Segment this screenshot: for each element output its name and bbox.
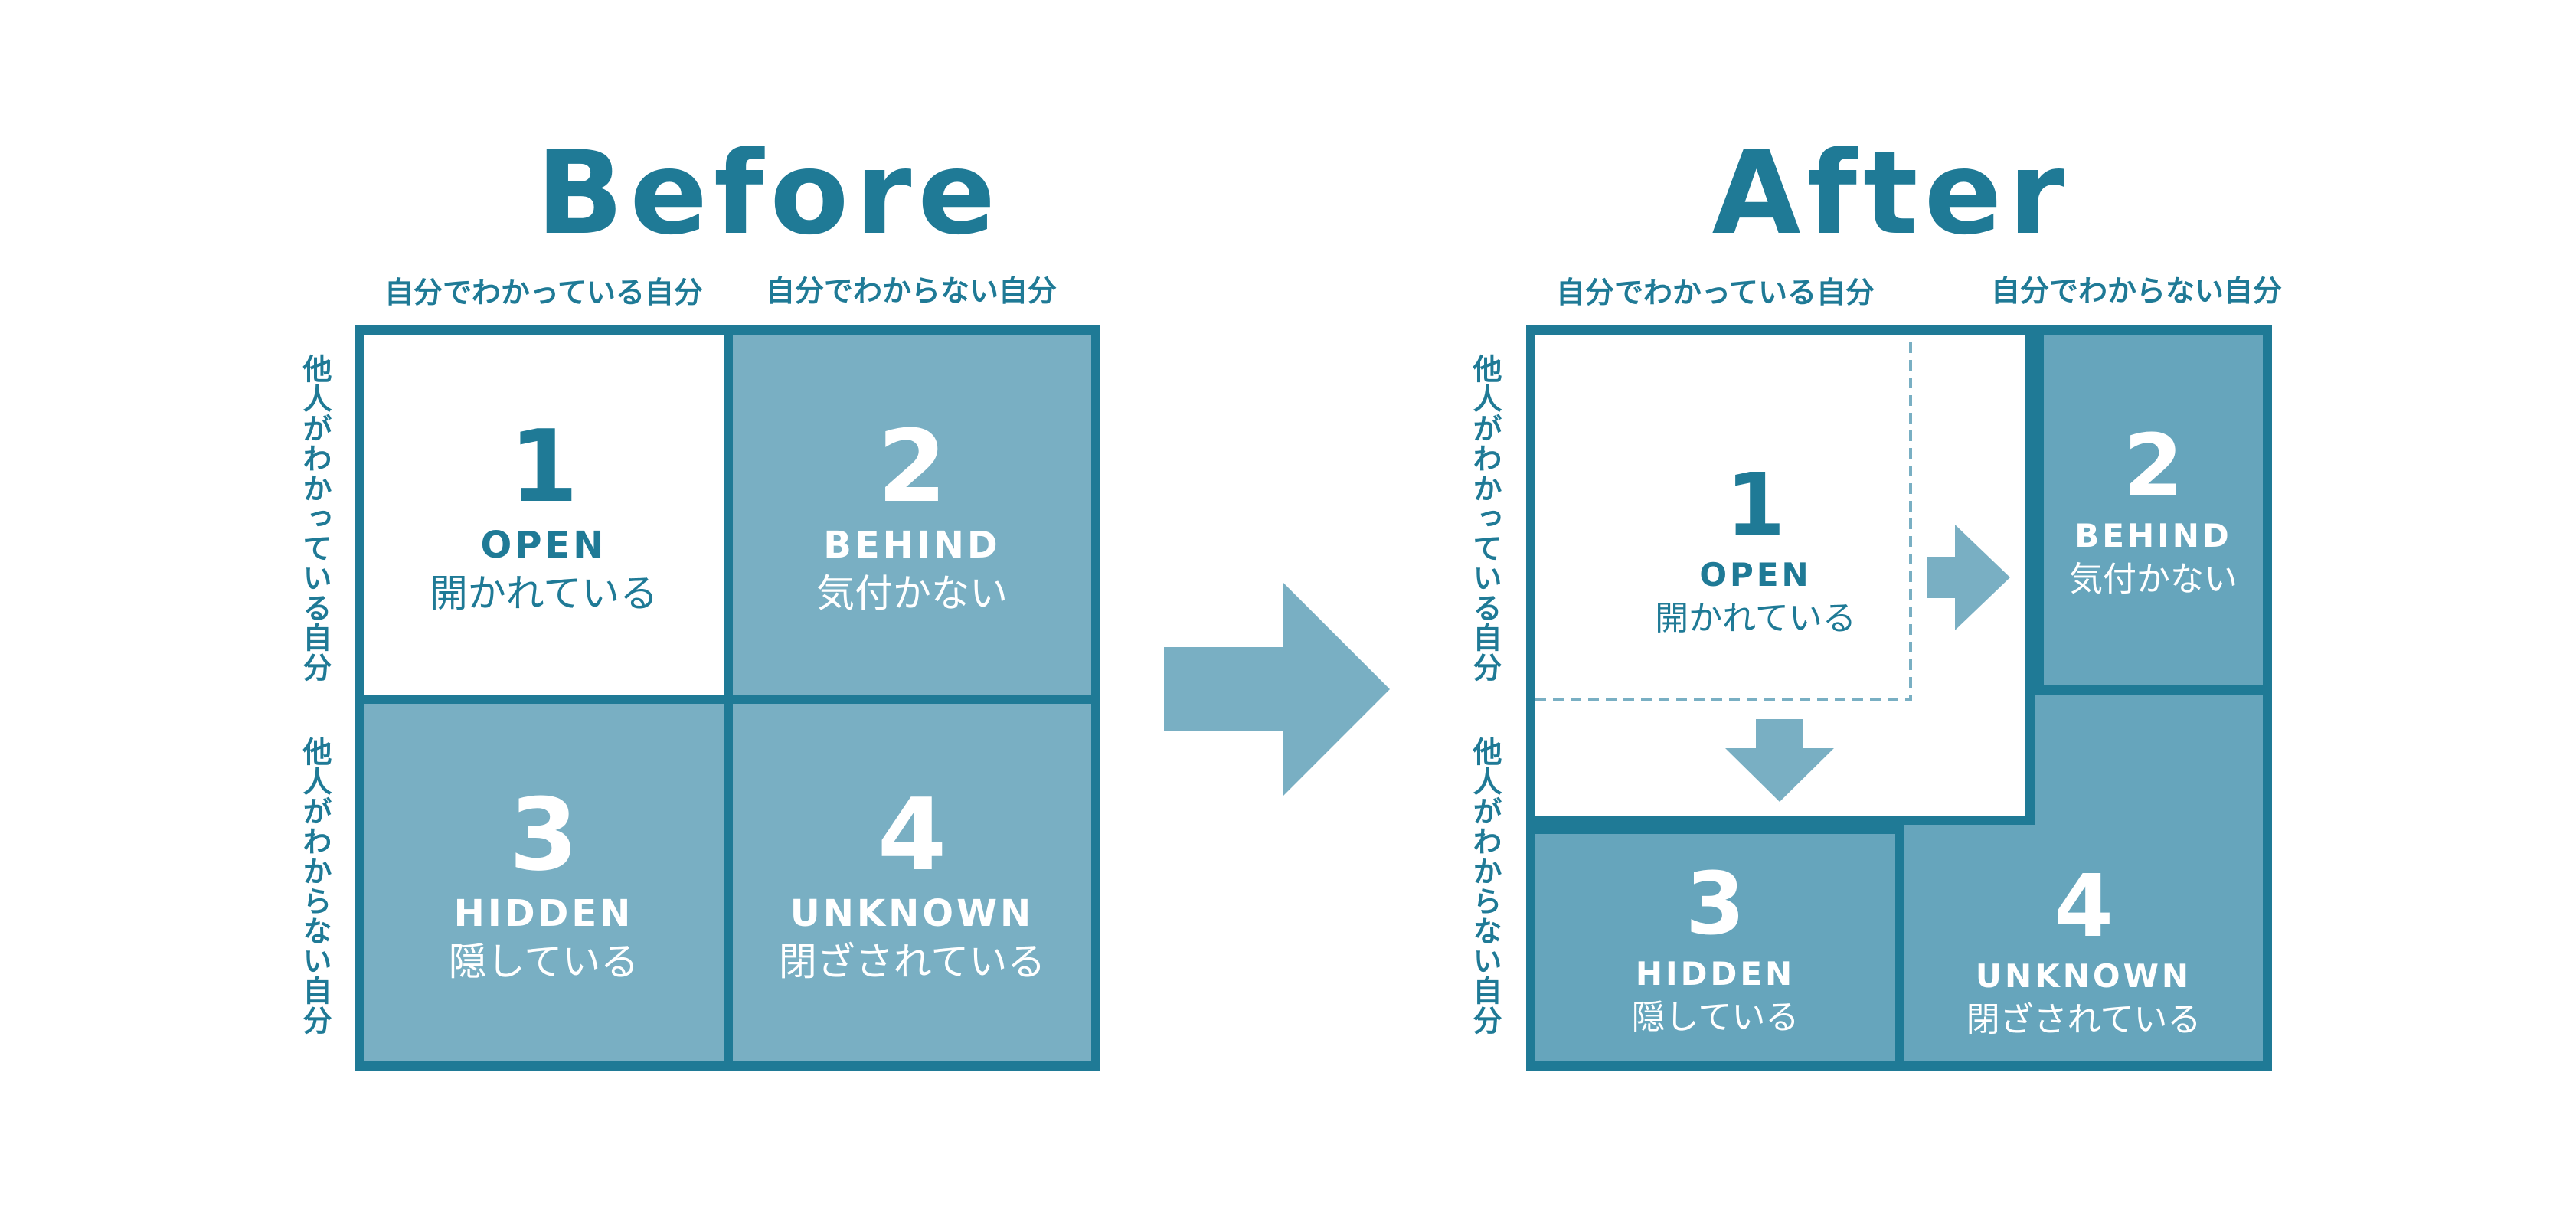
before-title: Before bbox=[536, 127, 1002, 260]
before-row-label-known: 他人がわかっている自分 bbox=[298, 354, 332, 682]
after-quadrant-english: UNKNOWN bbox=[1975, 957, 2192, 995]
before-quadrant-english: HIDDEN bbox=[453, 891, 634, 935]
after-quadrant-japanese: 気付かない bbox=[2069, 560, 2238, 599]
before-quadrant-japanese: 気付かない bbox=[816, 571, 1008, 616]
after-quadrant-number: 2 bbox=[2123, 417, 2183, 516]
after-quadrant-behind: 2 BEHIND 気付かない bbox=[2035, 335, 2263, 695]
after-quadrant-english: OPEN bbox=[1699, 556, 1812, 594]
before-quadrant-english: OPEN bbox=[480, 524, 607, 567]
before-quadrant-number: 1 bbox=[508, 408, 579, 525]
after-row-label-known: 他人がわかっている自分 bbox=[1468, 354, 1502, 682]
before-col-label-known: 自分でわかっている自分 bbox=[384, 276, 704, 309]
before-quadrant-japanese: 開かれている bbox=[429, 571, 659, 616]
before-quadrant-unknown: 4 UNKNOWN 閉ざされている bbox=[733, 704, 1091, 1061]
after-row-label-unknown: 他人がわからない自分 bbox=[1468, 737, 1502, 1035]
after-col-label-unknown: 自分でわからない自分 bbox=[1990, 274, 2282, 308]
before-quadrant-hidden: 3 HIDDEN 隠している bbox=[364, 704, 724, 1061]
original-open-boundary bbox=[1535, 335, 1912, 701]
after-quadrant-english: HIDDEN bbox=[1635, 954, 1796, 993]
before-row-label-unknown: 他人がわからない自分 bbox=[298, 737, 332, 1035]
before-quadrant-number: 4 bbox=[877, 776, 947, 893]
before-quadrant-behind: 2 BEHIND 気付かない bbox=[733, 335, 1091, 695]
after-grid: 4 UNKNOWN 閉ざされている 2 BEHIND 気付かない 3 HIDDE… bbox=[1526, 325, 2272, 1071]
after-quadrant-japanese: 閉ざされている bbox=[1966, 999, 2202, 1039]
after-quadrant-japanese: 開かれている bbox=[1655, 599, 1856, 638]
after-quadrant-english: BEHIND bbox=[2074, 517, 2232, 554]
after-quadrant-hidden: 3 HIDDEN 隠している bbox=[1535, 825, 1904, 1061]
before-col-label-unknown: 自分でわからない自分 bbox=[765, 274, 1057, 308]
after-quadrant-number: 3 bbox=[1685, 854, 1745, 954]
before-grid: 1 OPEN 開かれている 2 BEHIND 気付かない 3 HIDDEN 隠し… bbox=[355, 325, 1100, 1071]
before-quadrant-number: 2 bbox=[877, 408, 947, 525]
after-col-label-known: 自分でわかっている自分 bbox=[1555, 276, 1875, 309]
before-quadrant-number: 3 bbox=[508, 776, 579, 893]
expand-right-arrow-icon bbox=[1927, 525, 2010, 630]
after-quadrant-japanese: 隠している bbox=[1631, 997, 1800, 1037]
before-quadrant-open: 1 OPEN 開かれている bbox=[364, 335, 724, 695]
after-quadrant-number: 4 bbox=[2054, 856, 2113, 957]
before-quadrant-english: UNKNOWN bbox=[789, 891, 1035, 935]
after-title: After bbox=[1711, 127, 2071, 260]
after-quadrant-open: 1 OPEN 開かれている bbox=[1535, 335, 2035, 825]
before-quadrant-japanese: 隠している bbox=[448, 939, 639, 984]
right-arrow-icon bbox=[1164, 582, 1390, 796]
before-quadrant-english: BEHIND bbox=[823, 524, 1001, 567]
expand-down-arrow-icon bbox=[1725, 719, 1834, 802]
after-quadrant-number: 1 bbox=[1725, 456, 1786, 555]
before-quadrant-japanese: 閉ざされている bbox=[778, 939, 1046, 984]
